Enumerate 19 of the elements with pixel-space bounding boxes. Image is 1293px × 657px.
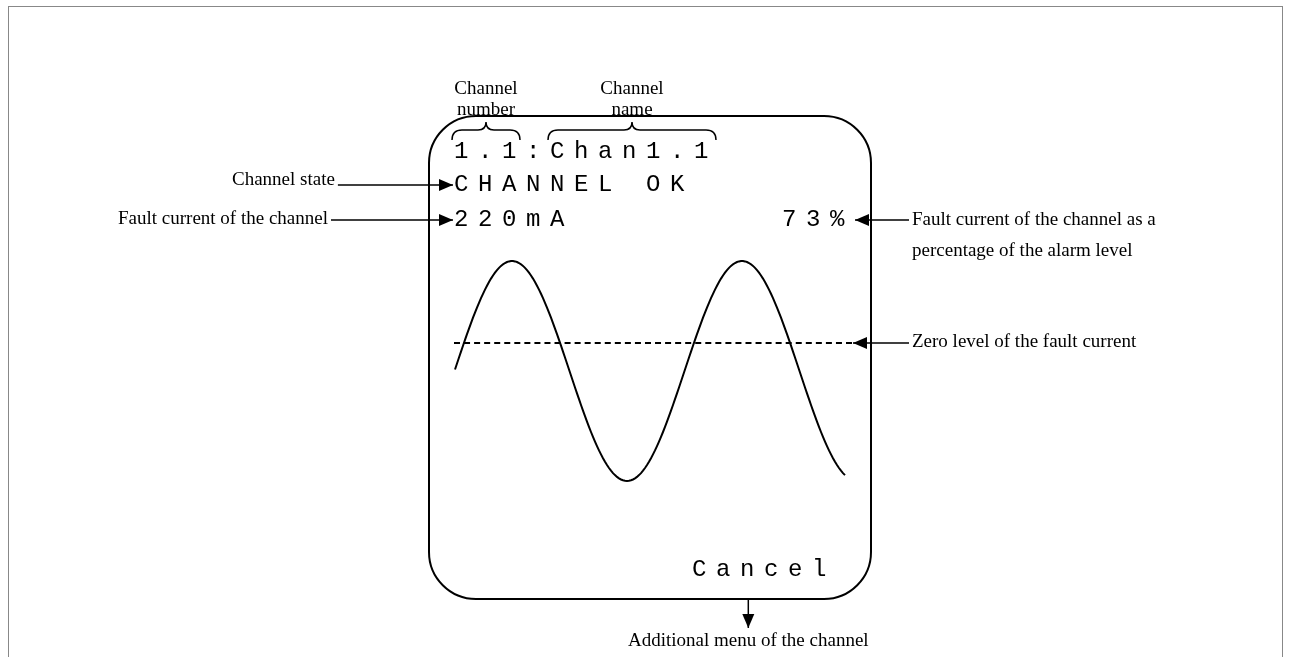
callout-text: Fault current of the channel as a percentage of the alarm level <box>912 203 1182 265</box>
callout-text: Zero level of the fault current <box>912 330 1137 352</box>
arrow <box>742 597 755 629</box>
arrow <box>852 337 910 349</box>
callout-text: Fault current of the channel <box>118 207 328 229</box>
screen-text: CHANNEL OK <box>454 171 695 199</box>
screen-text: 220mA <box>454 206 574 234</box>
zero-level-line <box>454 342 852 344</box>
screen-text: 1.1:Chan1.1 <box>454 138 719 166</box>
display-screen <box>428 115 872 600</box>
arrow <box>337 179 454 191</box>
callout-text: Additional menu of the channel <box>628 629 869 651</box>
callout-label: Channel number <box>453 77 519 119</box>
callout-label: Channel name <box>599 77 665 119</box>
callout-text: Channel state <box>232 168 335 190</box>
screen-text: Cancel <box>692 556 836 584</box>
arrow <box>330 214 454 226</box>
arrow <box>854 214 910 226</box>
screen-text: 73% <box>782 206 854 234</box>
